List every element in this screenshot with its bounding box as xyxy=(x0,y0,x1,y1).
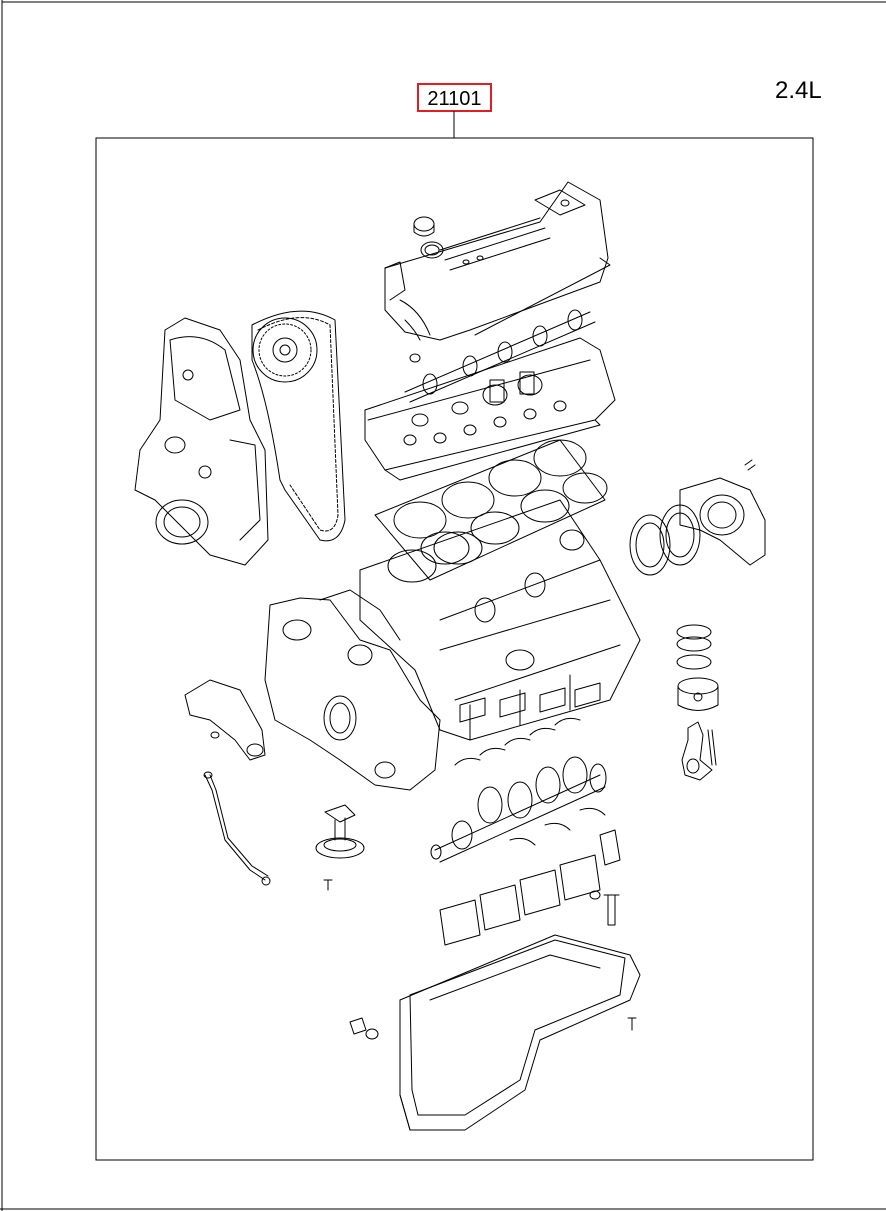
rear-oil-seals xyxy=(629,504,701,576)
assembly-frame xyxy=(95,137,814,1161)
part-number-callout[interactable]: 21101 xyxy=(417,83,492,138)
cylinder-head xyxy=(364,337,616,481)
front-case xyxy=(264,589,441,791)
bearing-shells-upper xyxy=(454,682,601,766)
water-outlet xyxy=(184,679,266,761)
drain-plug xyxy=(349,1017,637,1040)
camshaft xyxy=(404,309,596,403)
piston-rings xyxy=(676,624,712,670)
oil-filler-cap xyxy=(413,216,444,259)
timing-belt xyxy=(251,310,346,542)
crankshaft xyxy=(430,756,607,863)
rear-oil-seal-case xyxy=(679,459,766,566)
oil-strainer xyxy=(315,804,365,891)
part-number[interactable]: 21101 xyxy=(427,88,481,110)
displacement-label: 2.4L xyxy=(775,77,822,104)
connecting-rod xyxy=(681,721,717,781)
piston xyxy=(677,677,719,711)
oil-pan xyxy=(399,934,641,1131)
cylinder-block xyxy=(359,499,641,741)
timing-cover xyxy=(134,317,269,566)
oil-dipstick xyxy=(203,771,271,886)
head-gasket xyxy=(374,439,608,581)
callout-box[interactable] xyxy=(417,83,492,112)
bearing-caps-lower xyxy=(439,807,621,946)
pan-bolt xyxy=(603,894,620,926)
cylinder-head-cover xyxy=(384,181,611,341)
